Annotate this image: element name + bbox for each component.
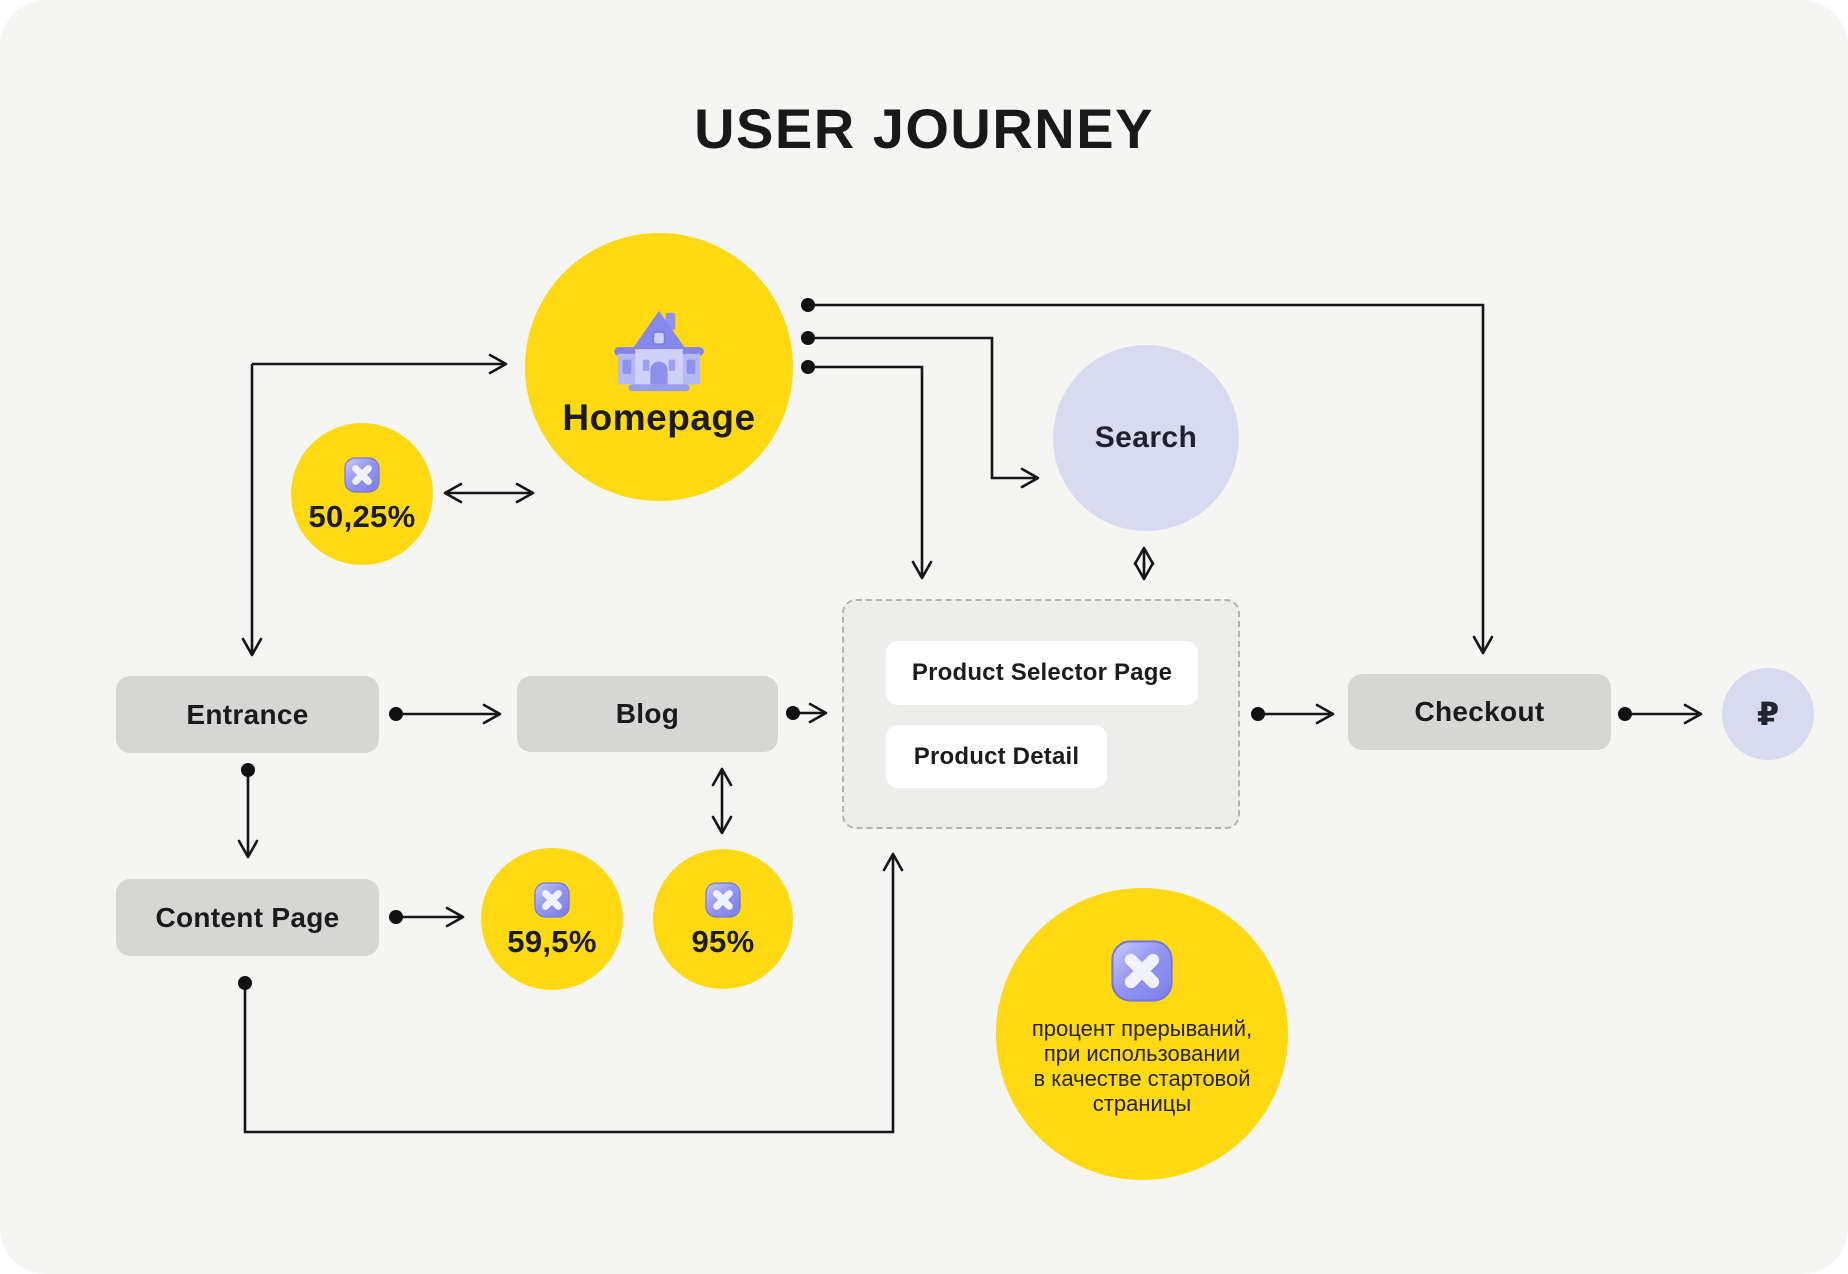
node-bounce-blog: 95%: [653, 849, 793, 989]
search-label: Search: [1094, 421, 1198, 454]
node-homepage: Homepage: [525, 233, 793, 501]
node-legend: процент прерываний, при использовании в …: [996, 888, 1288, 1180]
legend-line: при использовании: [1043, 1041, 1241, 1066]
bounce-content-value: 59,5%: [507, 924, 597, 959]
page-title: USER JOURNEY: [694, 97, 1154, 160]
legend-text: процент прерываний, при использовании в …: [1032, 1016, 1252, 1116]
bounce-blog-value: 95%: [691, 924, 755, 959]
legend-line: в качестве стартовой: [1033, 1066, 1251, 1091]
node-bounce-content-page: 59,5%: [481, 848, 623, 990]
x-mark-icon: [534, 882, 570, 918]
content-page-label: Content Page: [155, 901, 340, 933]
blog-label: Blog: [615, 698, 680, 729]
node-payment: ₽: [1722, 668, 1814, 760]
entrance-label: Entrance: [186, 698, 309, 730]
homepage-label: Homepage: [562, 397, 756, 438]
node-product-group: Product Selector Page Product Detail: [842, 599, 1240, 829]
node-content-page: Content Page: [116, 879, 379, 956]
house-3d-icon: [614, 310, 704, 392]
node-bounce-homepage: 50,25%: [291, 423, 433, 565]
product-selector-label: Product Selector Page: [911, 659, 1173, 686]
node-checkout: Checkout: [1348, 674, 1611, 750]
node-entrance: Entrance: [116, 676, 379, 753]
node-product-selector-page: Product Selector Page: [886, 641, 1198, 705]
node-product-detail: Product Detail: [886, 725, 1107, 788]
x-mark-icon: [344, 457, 380, 493]
checkout-label: Checkout: [1414, 696, 1545, 727]
arrow-homepage-to-search: [808, 336, 1040, 489]
product-detail-label: Product Detail: [913, 742, 1080, 770]
legend-line: процент прерываний,: [1031, 1016, 1253, 1041]
x-mark-icon: [1111, 940, 1173, 1002]
bounce-homepage-value: 50,25%: [308, 499, 416, 534]
node-blog: Blog: [517, 676, 778, 752]
legend-line: страницы: [1092, 1091, 1192, 1116]
x-mark-icon: [705, 882, 741, 918]
node-search: Search: [1053, 345, 1239, 531]
arrow-homepage-to-product-group: [808, 365, 933, 580]
ruble-symbol: ₽: [1756, 696, 1780, 732]
